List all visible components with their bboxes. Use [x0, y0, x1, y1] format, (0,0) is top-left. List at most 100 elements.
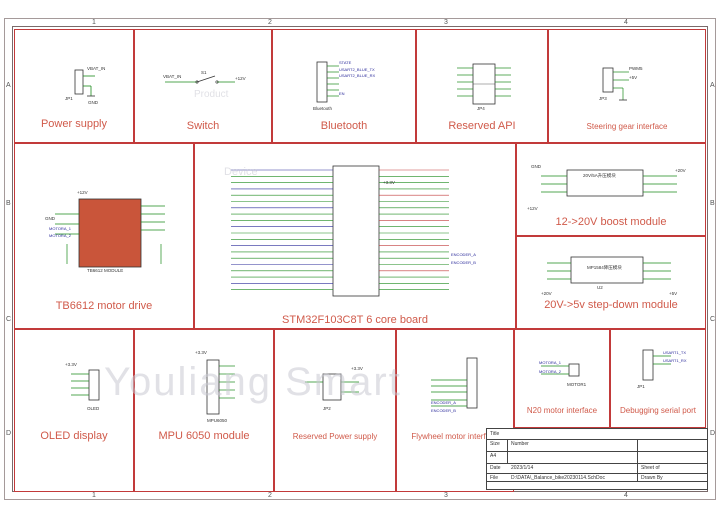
encoder-b-label: ENCODER_B: [431, 408, 456, 413]
mpu-chip-label: MPU6050: [207, 418, 228, 423]
column-label: 4: [624, 492, 628, 499]
steering-schematic: PWM5 +5V JP3: [599, 66, 643, 101]
gnd-label: GND: [531, 164, 542, 169]
bt-tx-label: USART2_BLUE_TX: [339, 67, 375, 72]
u2-designator: U2: [597, 285, 603, 290]
v33-label: +3.3V: [351, 366, 363, 371]
watermark-product: Product: [194, 89, 229, 100]
panel-label: MPU 6050 module: [158, 430, 250, 442]
boost-schematic: 20V/5A升压模块 GND +20V +12V: [527, 164, 686, 211]
vbat-in-label: VBAT_IN: [163, 74, 181, 79]
motor-b-label: MOTORA_2: [539, 369, 562, 374]
panel-steering: PWM5 +5V JP3 Steering gear interface: [548, 29, 706, 143]
panel-switch: VBAT_IN S1 +12V Switch: [134, 29, 272, 143]
file-label: File: [490, 475, 499, 481]
bt-rx-label: USART2_BLUE_RX: [339, 73, 375, 78]
tb6612-schematic: GND MOTORA_1 MOTORA_2 TB6612 MODULE +12V: [45, 190, 165, 273]
panel-oled: +3.3V OLED OLED display: [14, 329, 134, 492]
jp2-designator: JP2: [323, 406, 331, 411]
v33-label: +3.3V: [65, 362, 77, 367]
n20-schematic: MOTORA_1 MOTORA_2 MOTOR1: [539, 360, 587, 387]
oled-schematic: +3.3V OLED: [65, 362, 100, 411]
panel-label: Flywheel motor interface: [411, 432, 499, 441]
date-value: 2023/1/14: [511, 465, 534, 471]
v33-label: +3.3V: [195, 350, 207, 355]
row-label: C: [6, 316, 12, 323]
size-value: A4: [490, 453, 497, 459]
motor-designator: MOTOR1: [567, 382, 587, 387]
file-value: D:\DATA\_Balance_bike20230114.SchDoc: [511, 475, 605, 481]
boost-chip-label: 20V/5A升压模块: [583, 172, 616, 179]
panel-label: STM32F103C8T 6 core board: [282, 314, 428, 326]
watermark-device: Device: [224, 166, 258, 178]
title-label: Title: [490, 431, 500, 437]
v12-label: +12V: [235, 76, 246, 81]
reserved-api-schematic: JP4: [457, 63, 511, 111]
panel-label: TB6612 motor drive: [55, 300, 153, 312]
panel-power-supply: VBAT_IN GND JP1 Power supply: [14, 29, 134, 143]
panel-tb6612: GND MOTORA_1 MOTORA_2 TB6612 MODULE +12V…: [14, 143, 194, 329]
vbat-in-label: VBAT_IN: [87, 66, 105, 71]
panel-mpu: +3.3V MPU6050 MPU 6050 module: [134, 329, 274, 492]
encoder-a-label: ENCODER_A: [451, 252, 476, 257]
column-label: 1: [92, 492, 96, 499]
stm32-left-pins: [231, 169, 333, 290]
jp4-designator: JP4: [477, 106, 485, 111]
v33-label: +3.3V: [383, 180, 395, 185]
stm32-chip-body: [332, 165, 380, 297]
jp1-designator: JP1: [637, 384, 645, 389]
row-label: D: [6, 430, 12, 437]
v12-label: +12V: [527, 206, 538, 211]
oled-chip-label: OLED: [87, 406, 100, 411]
stepdown-chip-label: MP1584降压模块: [587, 264, 622, 271]
usart1-rx-label: USART1_RX: [663, 358, 687, 363]
panel-label: Power supply: [40, 118, 108, 130]
panel-label: Bluetooth: [320, 120, 368, 132]
panel-label: Steering gear interface: [586, 122, 668, 131]
stm32-schematic: +3.3V ENCODER_A ENCODER_B: [231, 165, 476, 297]
stm32-right-pins: [379, 169, 449, 290]
stepdown-schematic: MP1584降压模块 U2 +20V +5V: [541, 256, 677, 296]
panel-flywheel: ENCODER_A ENCODER_B Flywheel motor inter…: [396, 329, 514, 492]
bluetooth-schematic: STATE USART2_BLUE_TX USART2_BLUE_RX EN B…: [313, 60, 375, 111]
switch-designator: S1: [201, 70, 207, 75]
reserved-power-schematic: +3.3V JP2: [305, 366, 363, 411]
motor-a-label: MOTORA_1: [49, 226, 72, 231]
row-label: A: [6, 82, 11, 89]
mpu-schematic: +3.3V MPU6050: [195, 350, 235, 423]
panel-label: N20 motor interface: [526, 406, 598, 415]
column-label: 1: [92, 19, 96, 26]
number-label: Number: [511, 441, 529, 447]
tb6612-chip-body: [78, 198, 142, 268]
debug-schematic: USART1_TX USART1_RX JP1: [637, 349, 687, 389]
v20-label: +20V: [675, 168, 686, 173]
panel-boost: 20V/5A升压模块 GND +20V +12V 12->20V boost m…: [516, 143, 706, 236]
sheet-label: Sheet of: [641, 465, 660, 471]
usart1-tx-label: USART1_TX: [663, 350, 686, 355]
panel-debug: USART1_TX USART1_RX JP1 Debugging serial…: [610, 329, 706, 428]
bt-module-label: Bluetooth: [313, 106, 333, 111]
column-label: 3: [444, 19, 448, 26]
row-label: A: [710, 82, 715, 89]
sheet-outer-border: [4, 18, 716, 500]
column-label: 2: [268, 492, 272, 499]
motor-a-label: MOTORA_1: [539, 360, 562, 365]
panel-label: Debugging serial port: [619, 406, 697, 415]
panel-label: Reserved API: [448, 120, 516, 132]
row-label: B: [710, 200, 715, 207]
column-label: 3: [444, 492, 448, 499]
bt-en-label: EN: [339, 91, 345, 96]
panel-bluetooth: STATE USART2_BLUE_TX USART2_BLUE_RX EN B…: [272, 29, 416, 143]
panel-stm32: +3.3V ENCODER_A ENCODER_B STM32F103C8T 6…: [194, 143, 516, 329]
panel-n20: MOTORA_1 MOTORA_2 MOTOR1 N20 motor inter…: [514, 329, 610, 428]
panel-label: 12->20V boost module: [555, 216, 667, 228]
row-label: C: [710, 316, 716, 323]
encoder-b-label: ENCODER_B: [451, 260, 476, 265]
flywheel-schematic: ENCODER_A ENCODER_B: [431, 357, 478, 413]
gnd-label: GND: [88, 100, 99, 105]
panel-label: 20V->5v step-down module: [544, 299, 678, 311]
pwm-label: PWM5: [629, 66, 643, 71]
tb6612-chip-label: TB6612 MODULE: [87, 268, 123, 273]
v5-label: +5V: [669, 291, 677, 296]
